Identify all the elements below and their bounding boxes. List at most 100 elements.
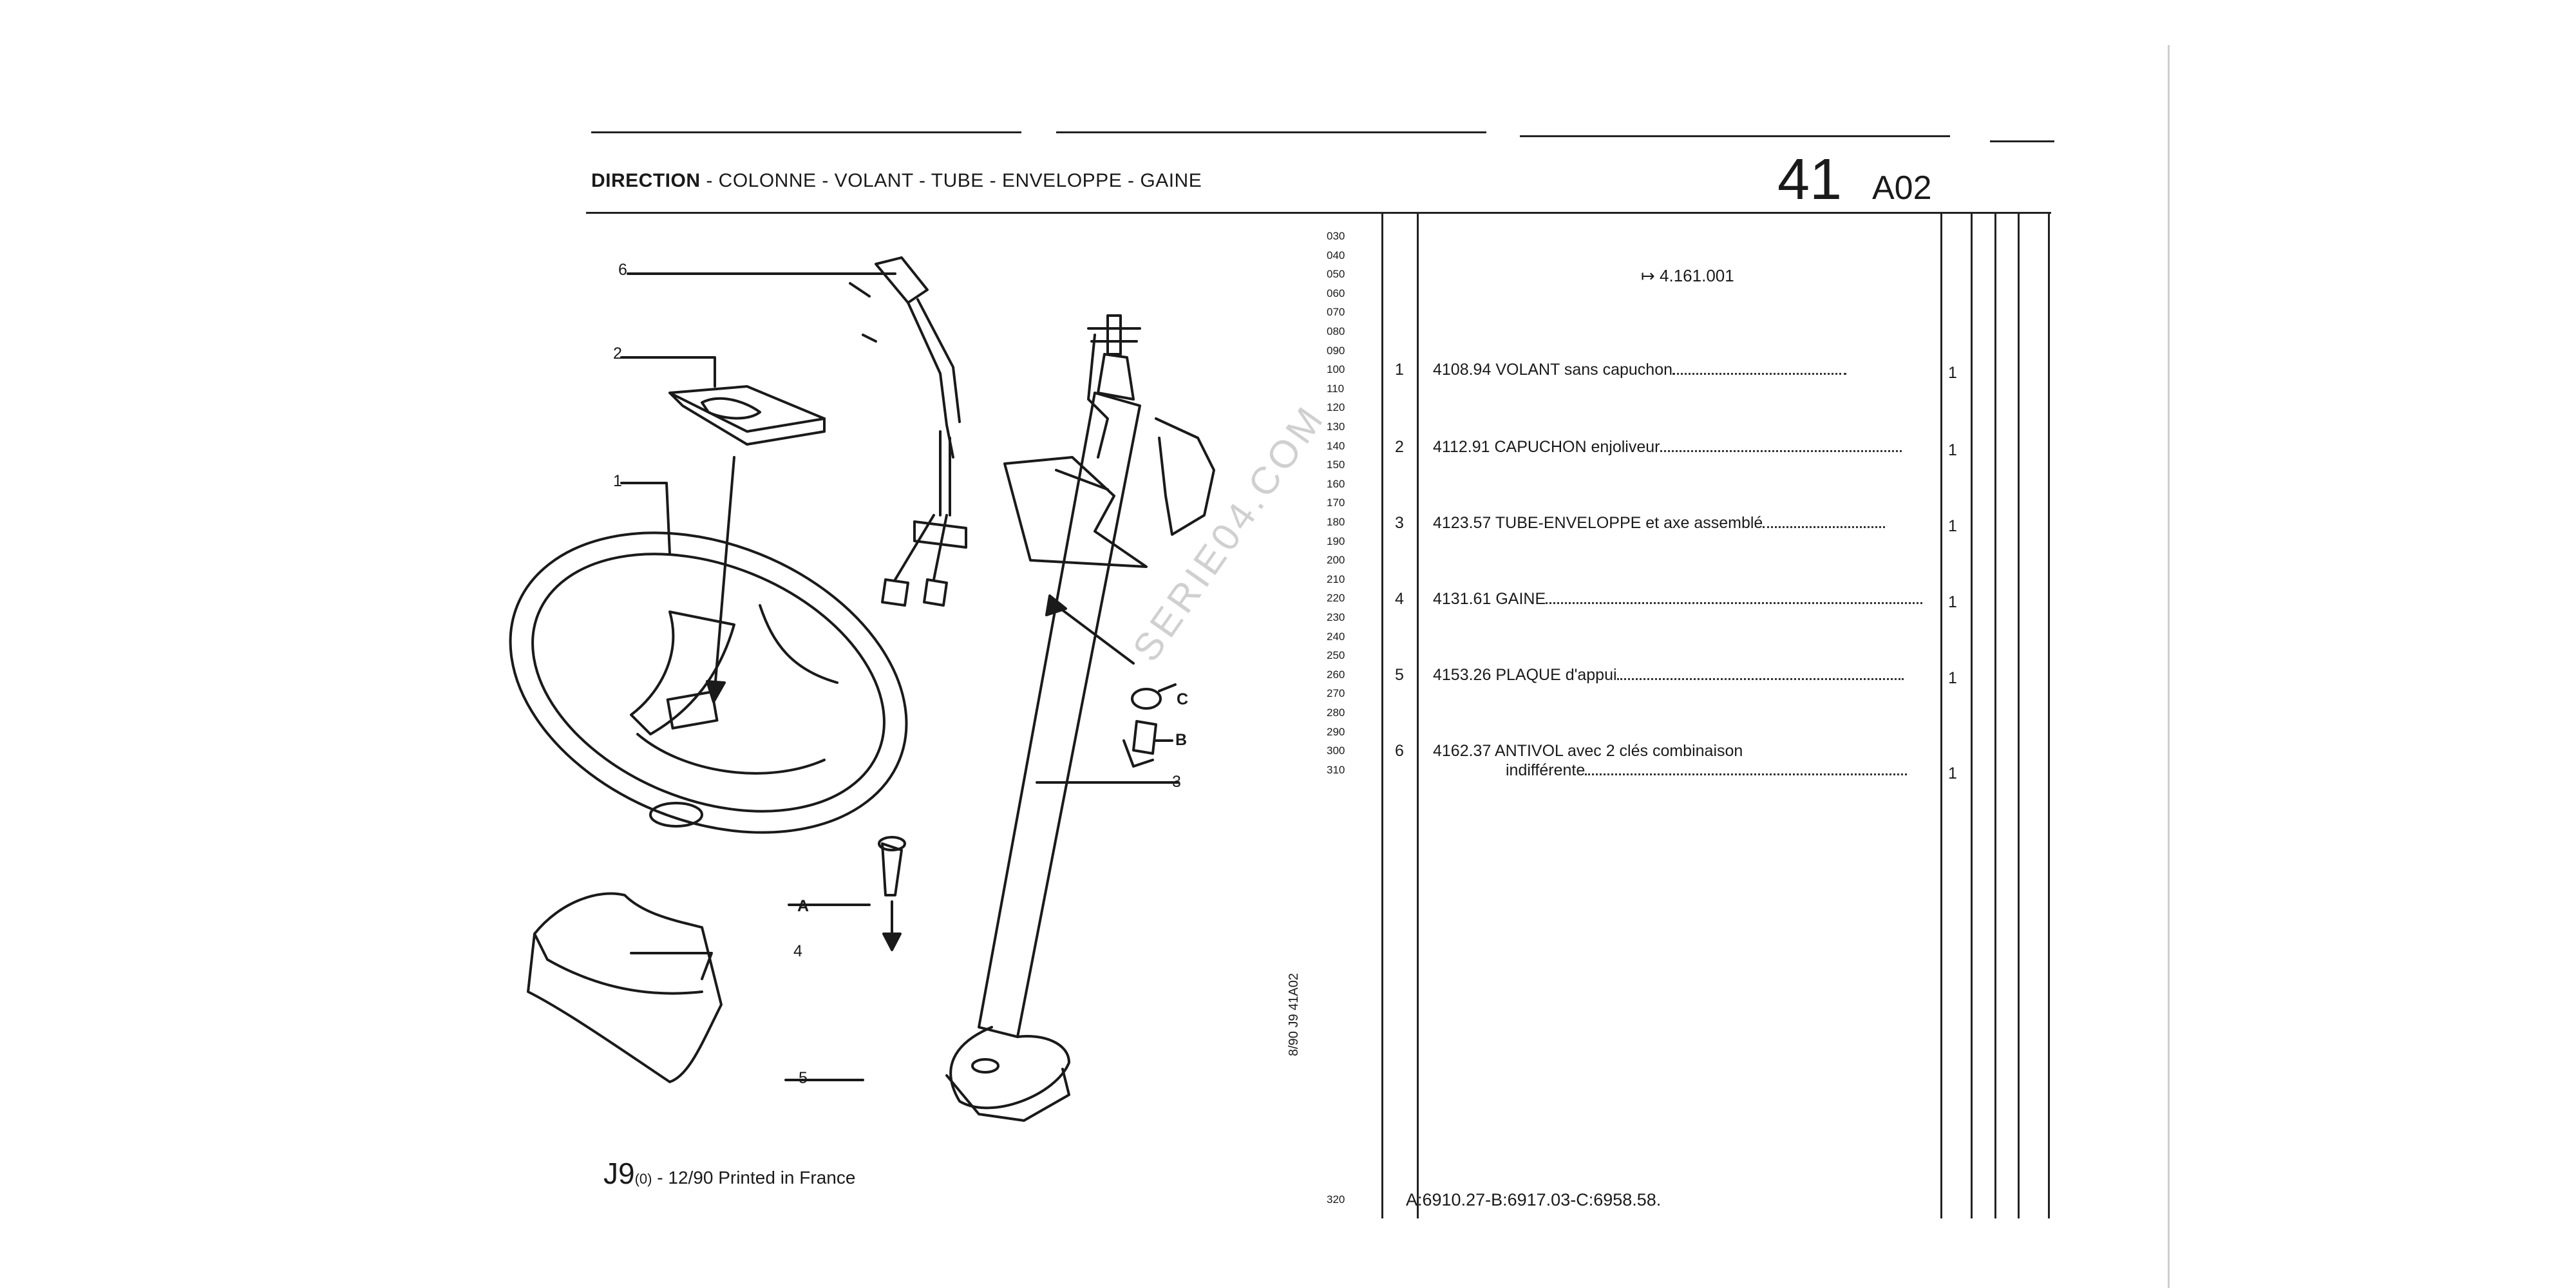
column-divider <box>1417 214 1419 1218</box>
callout-b: B <box>1175 731 1188 749</box>
quantity: 1 <box>1948 593 1957 611</box>
part-description: 4153.26 PLAQUE d'appui <box>1433 666 1904 685</box>
leader-dots <box>1546 602 1923 604</box>
part-name: TUBE-ENVELOPPE et axe assemblé <box>1495 514 1763 532</box>
column-divider <box>1994 214 1996 1218</box>
column-arrow <box>1055 604 1135 665</box>
part-ref: 4112.91 <box>1433 438 1490 456</box>
sheet-code: J9 <box>603 1157 635 1190</box>
row-number: 170 <box>1327 497 1345 509</box>
quantity: 1 <box>1948 364 1957 382</box>
section-number: 41 <box>1777 147 1842 212</box>
callout-6: 6 <box>618 261 627 279</box>
leader-dots <box>1660 450 1902 452</box>
row-number: 150 <box>1327 459 1345 471</box>
leader-line <box>630 952 713 980</box>
row-number: 040 <box>1327 249 1345 261</box>
part-name-cont: indifférente <box>1506 761 1586 779</box>
row-number: 120 <box>1327 401 1345 414</box>
part-ref: 4162.37 <box>1433 742 1492 760</box>
callout-a: A <box>797 897 810 915</box>
row-number: 260 <box>1327 668 1345 681</box>
row-number: 100 <box>1327 363 1345 376</box>
column-divider <box>2048 214 2050 1218</box>
part-description: 4123.57 TUBE-ENVELOPPE et axe assemblé <box>1433 514 1886 533</box>
part-description: 4131.61 GAINE <box>1433 590 1923 609</box>
header-rule <box>1520 135 1950 137</box>
row-number: 180 <box>1327 516 1345 528</box>
item-number: 1 <box>1395 361 1404 379</box>
header-rule <box>591 131 1021 133</box>
row-number: 070 <box>1327 306 1345 319</box>
callout-2: 2 <box>613 345 622 363</box>
part-name: CAPUCHON enjoliveur <box>1494 438 1660 456</box>
leader-dots <box>1616 678 1904 680</box>
quantity: 1 <box>1948 517 1957 535</box>
column-divider <box>1381 214 1383 1218</box>
leader-dots <box>1672 373 1847 375</box>
reference-marker: ↦ 4.161.001 <box>1641 266 1734 286</box>
item-number: 5 <box>1395 666 1404 684</box>
part-description: 4108.94 VOLANT sans capuchon <box>1433 361 1847 379</box>
item-number: 4 <box>1395 590 1404 608</box>
item-number: 3 <box>1395 514 1404 532</box>
row-number: 200 <box>1327 554 1345 567</box>
steering-wheel <box>509 531 908 834</box>
leader-line <box>1158 683 1177 692</box>
cap-arrow <box>714 456 735 690</box>
part-description: 4162.37 ANTIVOL avec 2 clés combinaison <box>1433 742 1743 761</box>
exploded-diagram <box>509 256 1215 1122</box>
leader-dots <box>1585 773 1908 775</box>
part-name: ANTIVOL avec 2 clés combinaison <box>1494 742 1743 760</box>
row-number: 190 <box>1327 535 1345 547</box>
row-number: 110 <box>1327 382 1345 395</box>
part-name: GAINE <box>1495 590 1546 608</box>
row-number: 030 <box>1327 230 1345 242</box>
steering-column <box>945 314 1215 1122</box>
leader-line <box>620 356 716 388</box>
part-name: PLAQUE d'appui <box>1495 666 1617 684</box>
horn-cap <box>668 385 826 446</box>
row-number: 320 <box>1327 1193 1345 1206</box>
title-rest: - COLONNE - VOLANT - TUBE - ENVELOPPE - … <box>700 170 1202 191</box>
callout-4: 4 <box>793 942 802 960</box>
part-name: VOLANT sans capuchon <box>1495 361 1673 379</box>
leader-dots <box>1763 526 1886 528</box>
row-number: 160 <box>1327 477 1345 490</box>
part-description: 4112.91 CAPUCHON enjoliveur <box>1433 438 1902 457</box>
footer-codes: A:6910.27-B:6917.03-C:6958.58. <box>1406 1190 1662 1209</box>
quantity: 1 <box>1948 669 1957 687</box>
row-number: 270 <box>1327 687 1345 700</box>
column-divider <box>1971 214 1973 1218</box>
leader-line <box>620 482 671 555</box>
row-number: 050 <box>1327 268 1345 281</box>
callout-5: 5 <box>799 1069 808 1087</box>
column-divider <box>1940 214 1942 1218</box>
quantity: 1 <box>1948 764 1957 782</box>
header-rule <box>1056 131 1486 133</box>
row-number: 280 <box>1327 706 1345 719</box>
part-ref: 4123.57 <box>1433 514 1492 532</box>
bolt-b <box>1122 720 1157 768</box>
part-description-line2: indifférente <box>1506 761 1908 780</box>
page-edge <box>2168 45 2170 1288</box>
sheet-suffix: (0) <box>634 1171 652 1187</box>
item-number: 2 <box>1395 438 1404 456</box>
part-ref: 4108.94 <box>1433 361 1492 379</box>
page-title: DIRECTION - COLONNE - VOLANT - TUBE - EN… <box>591 170 1202 192</box>
row-number: 060 <box>1327 287 1345 299</box>
screw-a <box>878 836 906 951</box>
callout-1: 1 <box>613 472 622 490</box>
gaine-trim <box>527 892 723 1083</box>
header-bottom-rule <box>586 212 2051 214</box>
row-number: 130 <box>1327 421 1345 433</box>
row-number: 090 <box>1327 344 1345 357</box>
callout-c: C <box>1177 690 1189 708</box>
ignition-lock <box>849 256 967 607</box>
row-number: 140 <box>1327 439 1345 452</box>
row-number: 210 <box>1327 573 1345 585</box>
row-number: 250 <box>1327 649 1345 662</box>
row-number: 080 <box>1327 325 1345 337</box>
part-ref: 4153.26 <box>1433 666 1492 684</box>
reference-code: 4.161.001 <box>1660 266 1734 285</box>
